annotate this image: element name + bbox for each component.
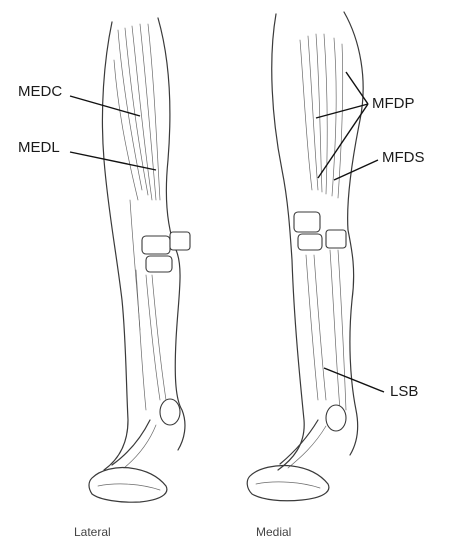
medial-leg-drawing xyxy=(247,12,363,501)
caption-lateral: Lateral xyxy=(74,526,111,538)
mfds-leader xyxy=(334,160,378,180)
mfdp-leader-upper xyxy=(346,72,368,104)
medc-leader xyxy=(70,96,140,116)
caption-medial: Medial xyxy=(256,526,291,538)
label-mfdp: MFDP xyxy=(372,96,415,111)
lateral-leg-drawing xyxy=(89,18,190,502)
label-lsb: LSB xyxy=(390,384,418,399)
label-mfds: MFDS xyxy=(382,150,425,165)
lsb-leader xyxy=(324,368,384,392)
label-medl: MEDL xyxy=(18,140,60,155)
label-medc: MEDC xyxy=(18,84,62,99)
medl-leader xyxy=(70,152,156,170)
